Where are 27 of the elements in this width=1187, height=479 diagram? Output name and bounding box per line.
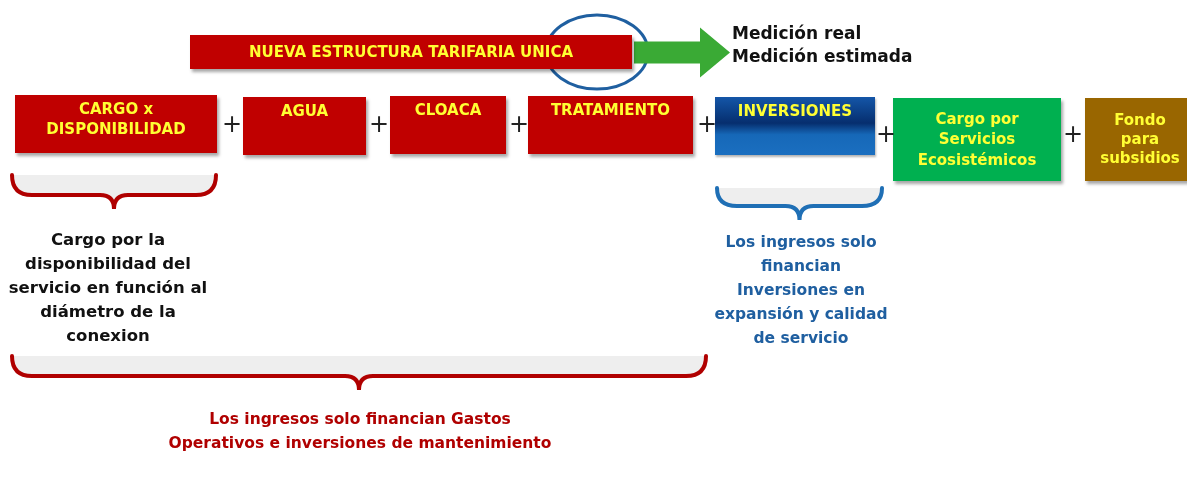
plus-sign: + bbox=[1063, 122, 1084, 146]
measurement-text: Medición real bbox=[732, 22, 862, 45]
tariff-box bbox=[190, 35, 632, 69]
box-label: AGUA bbox=[280, 101, 329, 122]
plus-sign: + bbox=[369, 112, 390, 136]
box-label: CARGO x DISPONIBILIDAD bbox=[45, 99, 187, 140]
tariff-box bbox=[893, 98, 1061, 181]
plus-sign: + bbox=[509, 112, 530, 136]
tariff-box bbox=[715, 97, 875, 155]
tariff-box bbox=[528, 96, 693, 154]
measurement-text: Medición estimada bbox=[732, 45, 913, 68]
tariff-box bbox=[390, 96, 506, 154]
plus-sign: + bbox=[222, 112, 243, 136]
description-text: Los ingresos solo financian Inversiones en expansión y calidad de servicio bbox=[713, 232, 889, 350]
box-label: INVERSIONES bbox=[737, 101, 853, 122]
block-arrow bbox=[634, 27, 730, 78]
tariff-box bbox=[15, 95, 217, 153]
plus-sign: + bbox=[697, 112, 718, 136]
description-text: Los ingresos solo financian Gastos Operativos e inversiones de mantenimiento bbox=[167, 409, 553, 454]
box-label: NUEVA ESTRUCTURA TARIFARIA UNICA bbox=[248, 41, 574, 63]
box-label: TRATAMIENTO bbox=[550, 100, 671, 121]
tariff-box bbox=[243, 97, 366, 155]
box-label: Fondo para subsidios bbox=[1099, 111, 1181, 168]
box-label: Cargo por Servicios Ecosistémicos bbox=[916, 109, 1038, 170]
box-label: CLOACA bbox=[414, 100, 482, 121]
description-text: Cargo por la disponibilidad del servicio en función al diámetro de la conexion bbox=[8, 229, 208, 347]
tariff-box bbox=[1085, 98, 1187, 181]
